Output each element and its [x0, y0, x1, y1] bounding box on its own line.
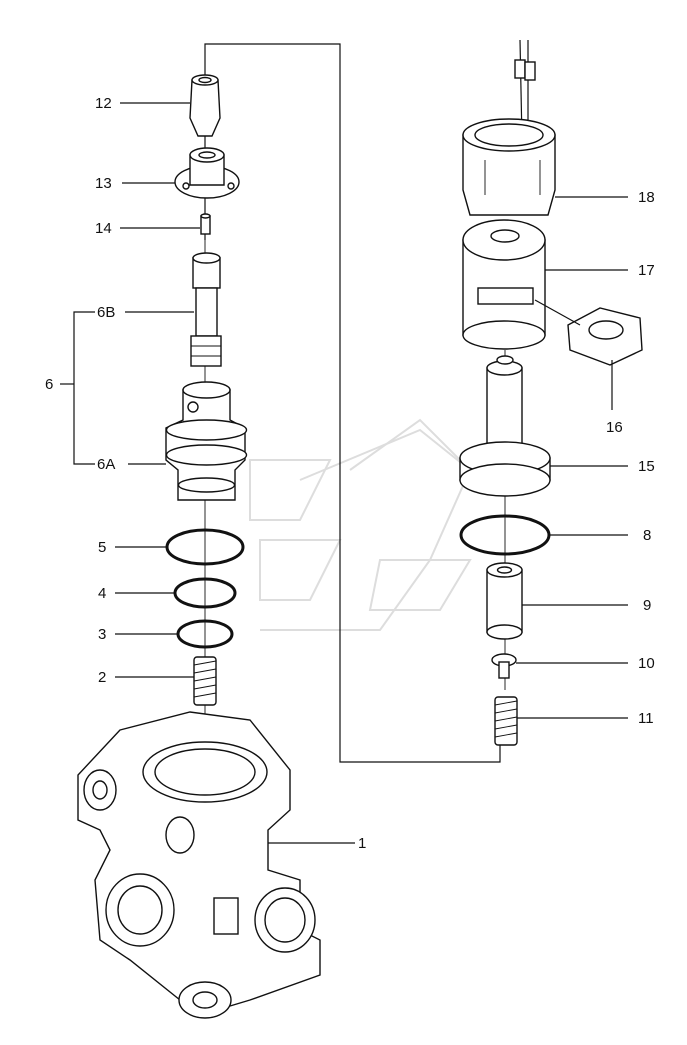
part-6a-valve-body [165, 381, 248, 501]
label-4: 4 [98, 585, 106, 602]
part-10-poppet [491, 653, 517, 679]
label-15: 15 [638, 458, 655, 475]
part-1-housing [77, 711, 321, 1019]
part-17-sleeve [462, 219, 546, 350]
label-2: 2 [98, 669, 106, 686]
part-12-nozzle [189, 74, 221, 137]
part-13-cap [174, 147, 240, 199]
connector-line [204, 43, 501, 763]
label-9: 9 [643, 597, 651, 614]
label-6a: 6A [97, 456, 115, 473]
label-18: 18 [638, 189, 655, 206]
part-6b-stem [190, 252, 222, 367]
label-3: 3 [98, 626, 106, 643]
label-8: 8 [643, 527, 651, 544]
label-5: 5 [98, 539, 106, 556]
part-18-connector [462, 39, 556, 216]
part-15-piston [459, 355, 551, 497]
label-6: 6 [45, 376, 53, 393]
label-14: 14 [95, 220, 112, 237]
label-10: 10 [638, 655, 655, 672]
part-16-washer [567, 307, 643, 366]
leader-lines [60, 102, 628, 844]
label-6b: 6B [97, 304, 115, 321]
label-1: 1 [358, 835, 366, 852]
label-12: 12 [95, 95, 112, 112]
callout-labels: 12 13 14 6B 6 6A 5 4 3 2 1 18 17 16 15 8… [45, 95, 655, 852]
label-17: 17 [638, 262, 655, 279]
part-14-pin [200, 213, 211, 235]
part-11-spring [494, 696, 518, 746]
label-11: 11 [638, 710, 654, 727]
part-2-spring [193, 656, 217, 706]
label-16: 16 [606, 419, 623, 436]
watermark [249, 418, 472, 631]
part-9-bushing [486, 562, 523, 640]
label-13: 13 [95, 175, 112, 192]
